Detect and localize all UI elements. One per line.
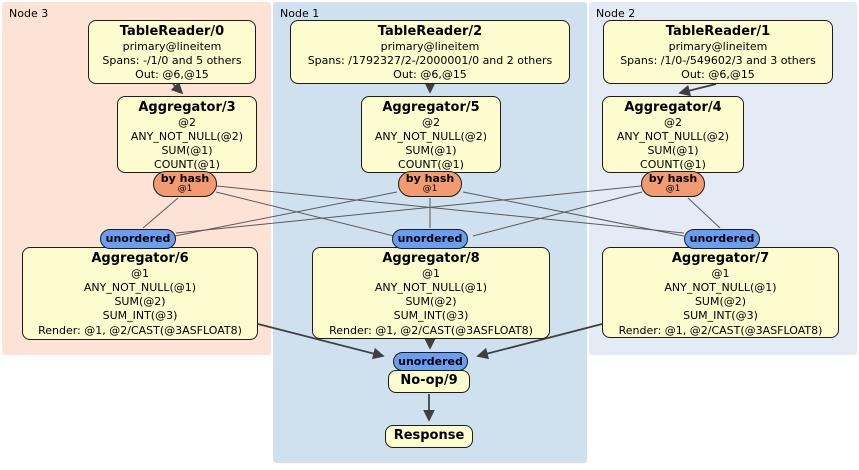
- processor-index: primary@lineitem: [668, 40, 768, 54]
- processor-out: Out: @6,@15: [135, 68, 209, 82]
- sync-unordered-final: unordered: [393, 352, 468, 371]
- processor-aggregator-6: Aggregator/6 @1 ANY_NOT_NULL(@1) SUM(@2)…: [22, 247, 258, 340]
- agg-render: Render: @1, @2/CAST(@3ASFLOAT8): [38, 323, 242, 337]
- sync-unordered-right: unordered: [684, 229, 760, 249]
- agg-func: ANY_NOT_NULL(@1): [83, 281, 197, 295]
- agg-group-cols: @2: [178, 116, 196, 130]
- processor-aggregator-8: Aggregator/8 @1 ANY_NOT_NULL(@1) SUM(@2)…: [312, 247, 550, 339]
- response-node: Response: [385, 425, 473, 448]
- hash-router-cols: @1: [422, 184, 438, 194]
- processor-title: TableReader/2: [377, 24, 483, 39]
- agg-func: SUM(@1): [405, 144, 457, 158]
- processor-aggregator-7: Aggregator/7 @1 ANY_NOT_NULL(@1) SUM(@2)…: [602, 247, 839, 338]
- hash-router-center: by hash @1: [398, 171, 462, 197]
- agg-func: SUM_INT(@3): [102, 309, 178, 323]
- agg-func: ANY_NOT_NULL(@2): [616, 130, 730, 144]
- processor-title: Aggregator/3: [138, 100, 236, 115]
- hash-router-left: by hash @1: [153, 171, 217, 197]
- processor-title: TableReader/0: [119, 24, 225, 39]
- agg-render: Render: @1, @2/CAST(@3ASFLOAT8): [618, 323, 823, 337]
- processor-aggregator-3: Aggregator/3 @2 ANY_NOT_NULL(@2) SUM(@1)…: [117, 96, 257, 173]
- processor-aggregator-4: Aggregator/4 @2 ANY_NOT_NULL(@2) SUM(@1)…: [602, 96, 744, 173]
- agg-group-cols: @2: [422, 116, 440, 130]
- processor-tablereader-2: TableReader/2 primary@lineitem Spans: /1…: [290, 20, 570, 84]
- processor-noop-9: No-op/9: [388, 370, 470, 393]
- sync-label: unordered: [398, 355, 463, 368]
- node2-region-label: Node 2: [596, 7, 636, 20]
- processor-title: Aggregator/7: [671, 251, 770, 266]
- hash-router-label: by hash: [160, 172, 210, 185]
- hash-router-cols: @1: [665, 184, 681, 194]
- processor-spans: Spans: /1/0-/549602/3 and 3 others: [620, 54, 816, 68]
- processor-index: primary@lineitem: [122, 40, 222, 54]
- agg-func: SUM(@2): [405, 295, 457, 309]
- agg-func: ANY_NOT_NULL(@2): [130, 130, 244, 144]
- hash-router-label: by hash: [405, 172, 455, 185]
- processor-title: Aggregator/6: [91, 251, 189, 266]
- processor-title: No-op/9: [400, 373, 458, 388]
- agg-group-cols: @1: [422, 267, 440, 281]
- agg-func: SUM(@1): [161, 144, 213, 158]
- processor-spans: Spans: -/1/0 and 5 others: [102, 54, 242, 68]
- agg-func: SUM_INT(@3): [683, 309, 758, 323]
- hash-router-cols: @1: [177, 184, 193, 194]
- processor-tablereader-1: TableReader/1 primary@lineitem Spans: /1…: [603, 20, 833, 84]
- agg-func: SUM(@2): [114, 295, 166, 309]
- response-title: Response: [393, 428, 465, 443]
- agg-func: COUNT(@1): [154, 158, 220, 172]
- hash-router-right: by hash @1: [641, 171, 705, 197]
- sync-unordered-left: unordered: [100, 229, 176, 249]
- node3-region-label: Node 3: [9, 7, 49, 20]
- agg-group-cols: @1: [711, 267, 730, 281]
- agg-func: SUM(@2): [694, 295, 747, 309]
- agg-func: SUM(@1): [647, 144, 699, 158]
- processor-title: TableReader/1: [665, 24, 771, 39]
- processor-index: primary@lineitem: [380, 40, 480, 54]
- node1-region-label: Node 1: [280, 7, 320, 20]
- processor-tablereader-0: TableReader/0 primary@lineitem Spans: -/…: [88, 20, 256, 84]
- sync-label: unordered: [397, 232, 463, 245]
- agg-func: ANY_NOT_NULL(@1): [374, 281, 488, 295]
- sync-unordered-center: unordered: [392, 229, 468, 249]
- processor-spans: Spans: /1792327/2-/2000001/0 and 2 other…: [307, 54, 553, 68]
- agg-render: Render: @1, @2/CAST(@3ASFLOAT8): [329, 323, 533, 337]
- processor-out: Out: @6,@15: [393, 68, 467, 82]
- processor-title: Aggregator/8: [382, 251, 480, 266]
- agg-func: SUM_INT(@3): [393, 309, 469, 323]
- agg-group-cols: @2: [664, 116, 682, 130]
- agg-func: ANY_NOT_NULL(@1): [664, 281, 777, 295]
- processor-aggregator-5: Aggregator/5 @2 ANY_NOT_NULL(@2) SUM(@1)…: [361, 96, 501, 173]
- processor-title: Aggregator/5: [382, 100, 480, 115]
- hash-router-label: by hash: [648, 172, 698, 185]
- agg-group-cols: @1: [131, 267, 149, 281]
- agg-func: COUNT(@1): [398, 158, 464, 172]
- processor-out: Out: @6,@15: [681, 68, 755, 82]
- agg-func: ANY_NOT_NULL(@2): [374, 130, 488, 144]
- processor-title: Aggregator/4: [624, 100, 722, 115]
- agg-func: COUNT(@1): [640, 158, 706, 172]
- sync-label: unordered: [689, 232, 755, 245]
- sync-label: unordered: [105, 232, 171, 245]
